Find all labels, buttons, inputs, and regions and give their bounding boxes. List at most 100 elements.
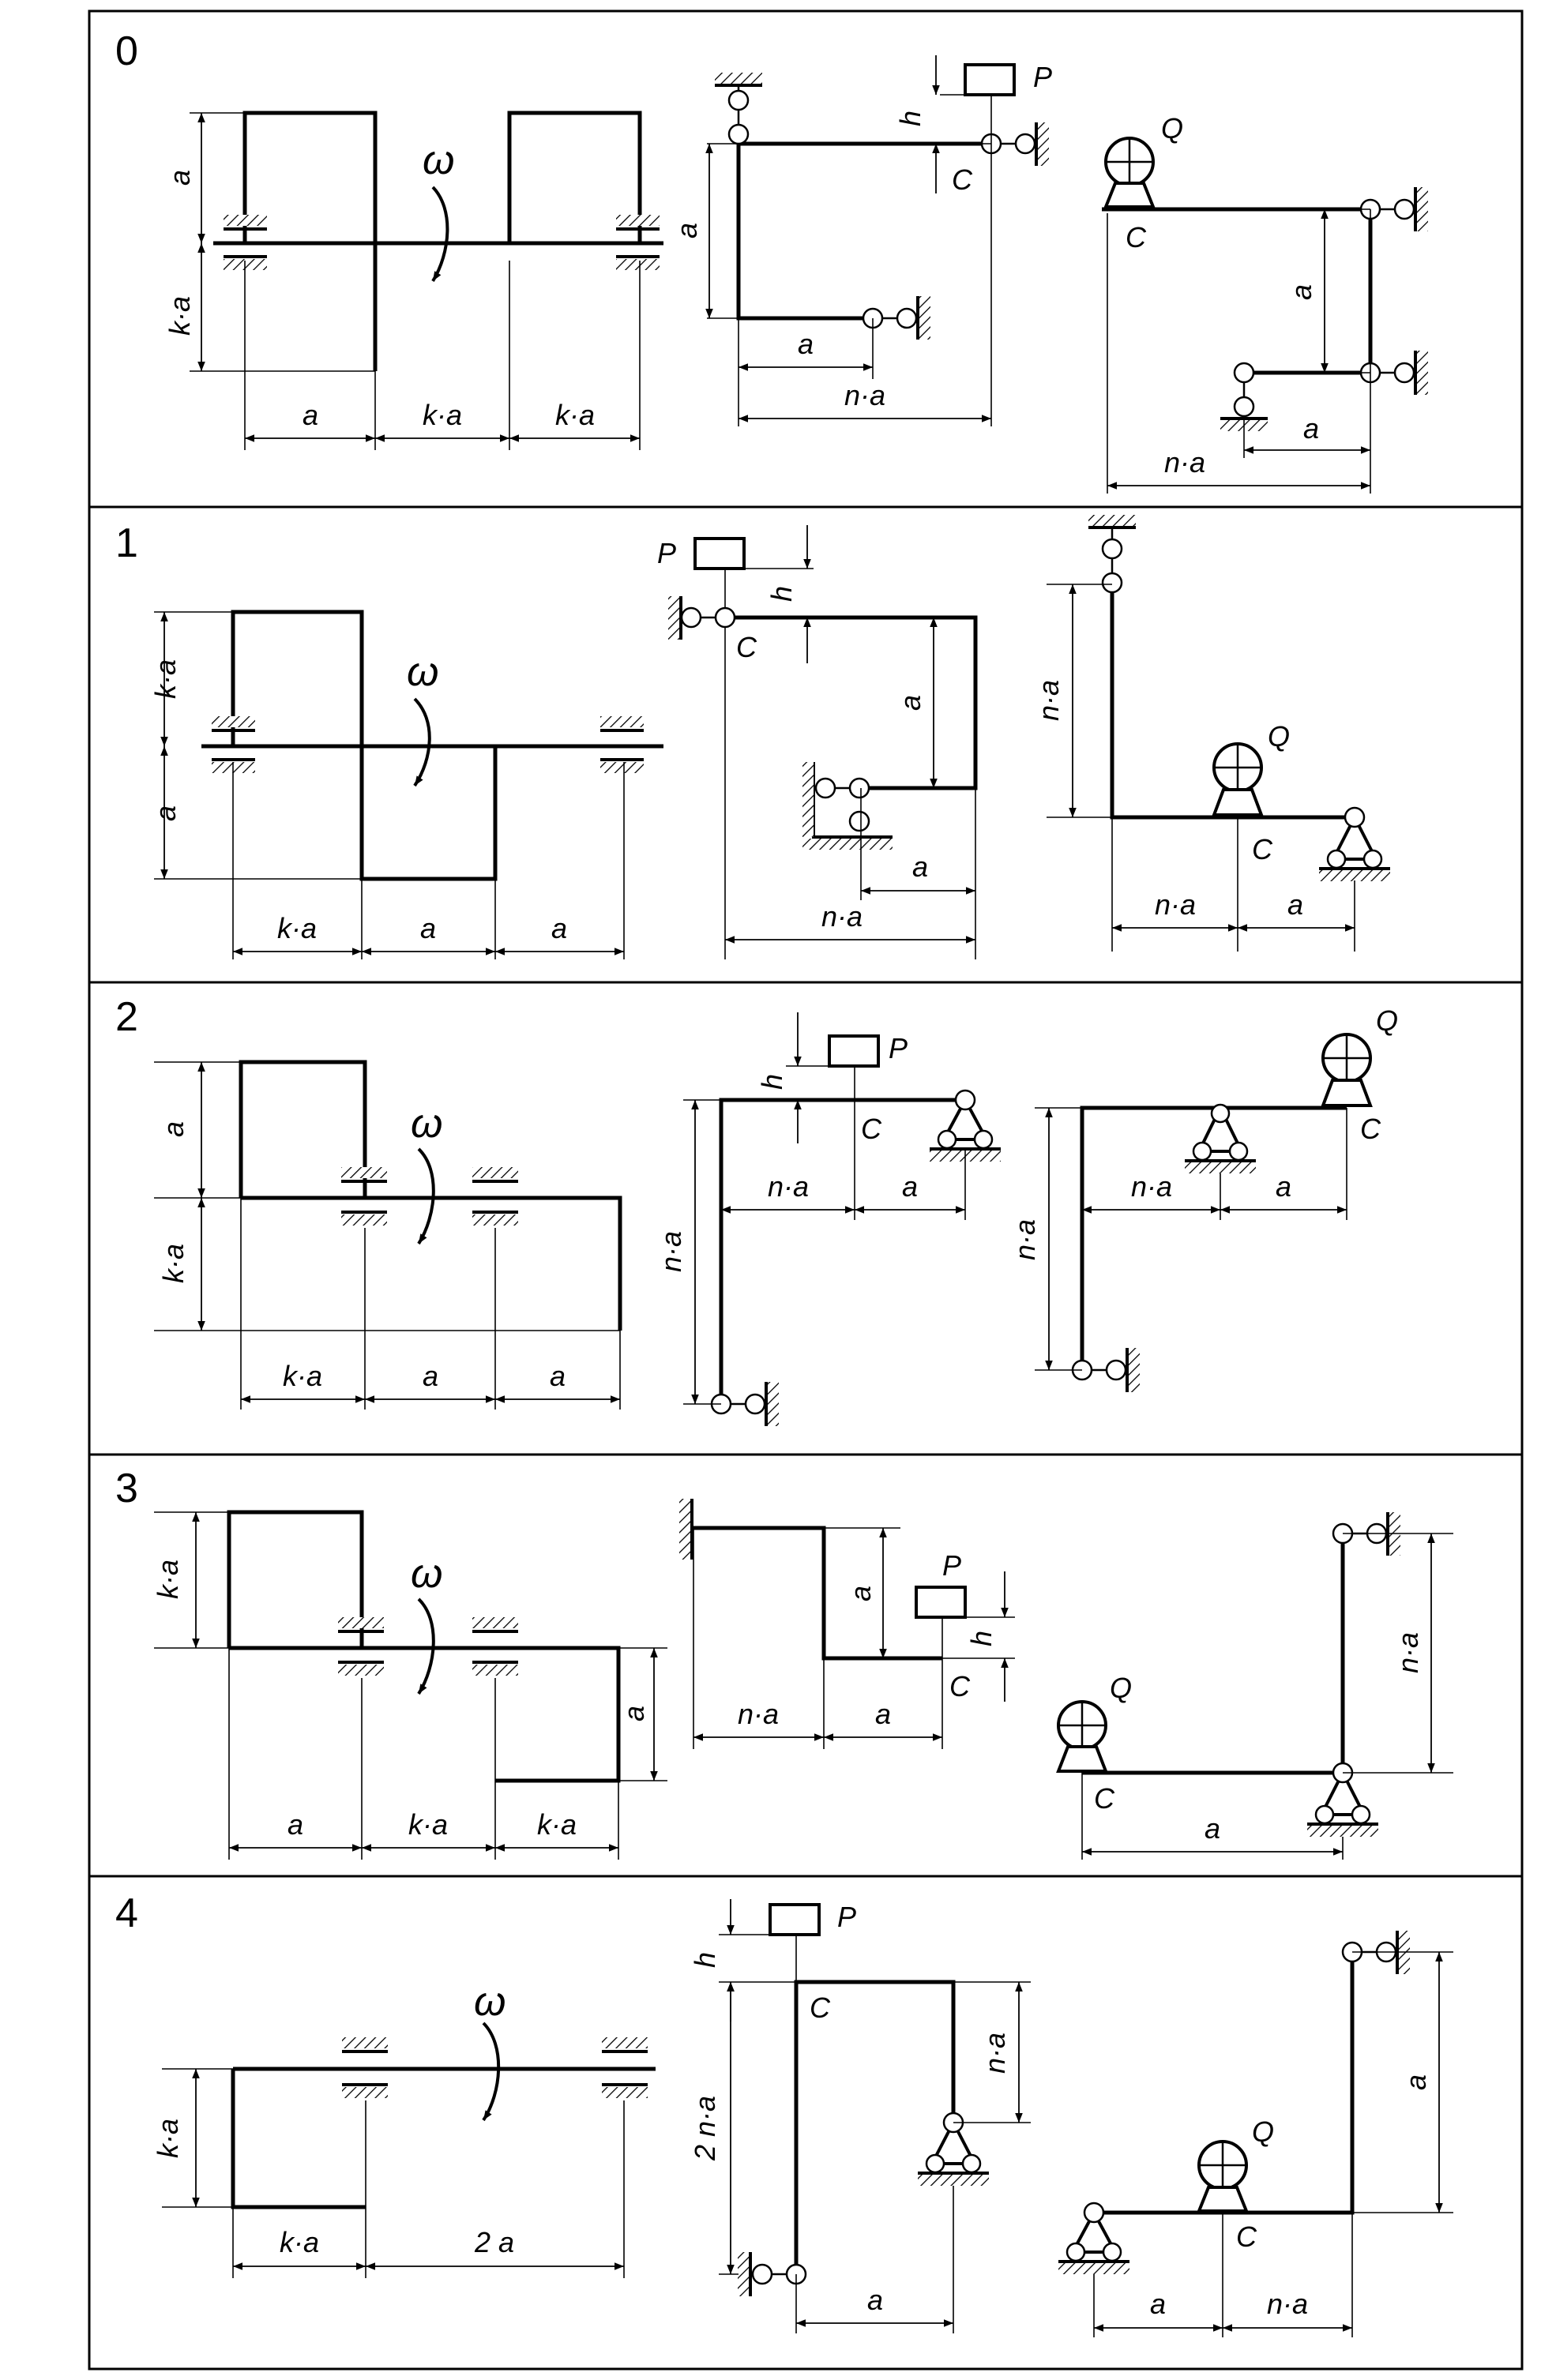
dim-label: n·a bbox=[1155, 888, 1196, 921]
dim-label: n·a bbox=[1009, 1219, 1041, 1260]
load-label: Q bbox=[1376, 1004, 1398, 1037]
dim-label: k·a bbox=[157, 1244, 190, 1283]
dim-label: 2 a bbox=[474, 2226, 514, 2258]
dim-label: h bbox=[765, 586, 798, 602]
load-label: P bbox=[1033, 61, 1052, 93]
dim-label: k·a bbox=[152, 1560, 184, 1599]
dim-label: k·a bbox=[152, 2119, 184, 2158]
frame-diagram-p: P h C 2 n·a n·a a bbox=[689, 1899, 1031, 2333]
dim-label: a bbox=[844, 1586, 877, 1601]
dim-label: k·a bbox=[149, 659, 182, 699]
dim-label: a bbox=[1303, 412, 1319, 445]
dim-label: a bbox=[1287, 888, 1303, 921]
dim-label: n·a bbox=[1131, 1170, 1172, 1203]
dim-label: k·a bbox=[555, 399, 595, 431]
dim-label: a bbox=[894, 695, 926, 711]
panel-number: 0 bbox=[115, 28, 138, 74]
point-label: C bbox=[952, 163, 973, 196]
panel-number: 3 bbox=[115, 1466, 138, 1511]
rotation-arrow bbox=[482, 2021, 501, 2122]
dim-label: k·a bbox=[408, 1808, 448, 1841]
dim-label: h bbox=[965, 1631, 998, 1646]
dim-label: a bbox=[875, 1698, 891, 1730]
omega-label: ω bbox=[423, 137, 455, 183]
dim-label: a bbox=[912, 850, 928, 883]
dim-label: a bbox=[420, 912, 436, 944]
shaft-diagram: ω a k·a k·a a a bbox=[154, 1060, 622, 1410]
load-block bbox=[964, 63, 1016, 96]
dim-label: a bbox=[163, 170, 196, 186]
dim-label: a bbox=[671, 223, 703, 238]
dim-label: a bbox=[1150, 2288, 1166, 2320]
point-label: C bbox=[1094, 1782, 1115, 1815]
dim-label: k·a bbox=[423, 399, 462, 431]
frame-diagram-q: Q C n·a n·a a bbox=[1009, 1004, 1398, 1392]
point-label: C bbox=[1360, 1113, 1381, 1145]
omega-label: ω bbox=[411, 1101, 443, 1147]
shaft-diagram: ω k·a k·a 2 a bbox=[152, 1979, 656, 2278]
shaft-diagram: ω k·a a a k·a k·a bbox=[152, 1510, 667, 1860]
point-label: C bbox=[949, 1670, 971, 1702]
dim-label: a bbox=[1285, 284, 1317, 300]
point-label: C bbox=[1236, 2220, 1257, 2253]
shaft-diagram: ω k·a a k·a a a bbox=[149, 610, 663, 959]
shaft-diagram: ω a k·a a k·a k·a bbox=[163, 111, 663, 450]
point-label: C bbox=[810, 1991, 831, 2024]
load-label: Q bbox=[1268, 720, 1290, 753]
load-block bbox=[915, 1586, 967, 1619]
load-block bbox=[693, 537, 746, 570]
dim-label: a bbox=[288, 1808, 303, 1841]
dim-label: k·a bbox=[537, 1808, 577, 1841]
panel-number: 2 bbox=[115, 994, 138, 1040]
dim-label: a bbox=[1276, 1170, 1291, 1203]
dim-label: a bbox=[798, 328, 814, 360]
load-label: Q bbox=[1252, 2115, 1274, 2148]
load-label: Q bbox=[1110, 1672, 1132, 1704]
dim-label: n·a bbox=[979, 2033, 1011, 2074]
panel-3: 3 ω k·a a a k·a k·a bbox=[115, 1466, 1453, 1860]
frame-diagram-p: P h C n·a n·a a bbox=[655, 1012, 1001, 1426]
dim-label: n·a bbox=[844, 379, 885, 411]
rotation-arrow bbox=[417, 1147, 435, 1245]
outer-frame bbox=[88, 9, 1524, 2371]
frame-diagram-q: Q C a a n·a bbox=[1102, 112, 1428, 494]
point-label: C bbox=[736, 631, 757, 663]
dim-label: a bbox=[618, 1706, 650, 1721]
dim-label: n·a bbox=[768, 1170, 809, 1203]
frame-diagram-q: Q C n·a a bbox=[1056, 1512, 1453, 1860]
dim-label: a bbox=[157, 1121, 190, 1137]
frame-diagram-p: P h C a a n·a bbox=[671, 55, 1052, 426]
dim-label: n·a bbox=[1032, 680, 1065, 721]
dim-label: h bbox=[894, 111, 926, 126]
dim-label: n·a bbox=[655, 1231, 687, 1272]
dim-label: a bbox=[303, 399, 318, 431]
dim-label: a bbox=[423, 1360, 438, 1392]
panel-1: 1 ω k·a a k·a a a bbox=[115, 515, 1390, 959]
dim-label: k·a bbox=[163, 296, 196, 336]
dim-label: n·a bbox=[821, 900, 863, 933]
load-label: P bbox=[942, 1549, 961, 1582]
load-block bbox=[769, 1903, 821, 1936]
load-label: P bbox=[837, 1901, 856, 1933]
bearing-right bbox=[616, 215, 660, 270]
load-label: Q bbox=[1161, 112, 1183, 145]
load-block bbox=[828, 1034, 880, 1068]
dim-label: n·a bbox=[1267, 2288, 1308, 2320]
rotation-arrow bbox=[413, 697, 431, 787]
panel-0: 0 ω a k·a bbox=[115, 28, 1428, 494]
frame-diagram-p: P h C a a n·a bbox=[657, 525, 978, 959]
point-label: C bbox=[1252, 833, 1273, 865]
rotation-arrow bbox=[431, 186, 449, 283]
dim-label: n·a bbox=[738, 1698, 779, 1730]
omega-label: ω bbox=[474, 1979, 506, 2025]
panel-4: 4 ω k·a k·a 2 a bbox=[115, 1890, 1453, 2337]
frame-diagram-q: Q C n·a n·a a bbox=[1032, 515, 1390, 952]
load-label: P bbox=[889, 1032, 908, 1064]
panel-number: 4 bbox=[115, 1890, 138, 1936]
dim-label: n·a bbox=[1392, 1632, 1424, 1673]
dim-label: n·a bbox=[1164, 446, 1205, 479]
dim-label: k·a bbox=[277, 912, 317, 944]
omega-label: ω bbox=[411, 1551, 443, 1597]
dim-label: a bbox=[551, 912, 567, 944]
